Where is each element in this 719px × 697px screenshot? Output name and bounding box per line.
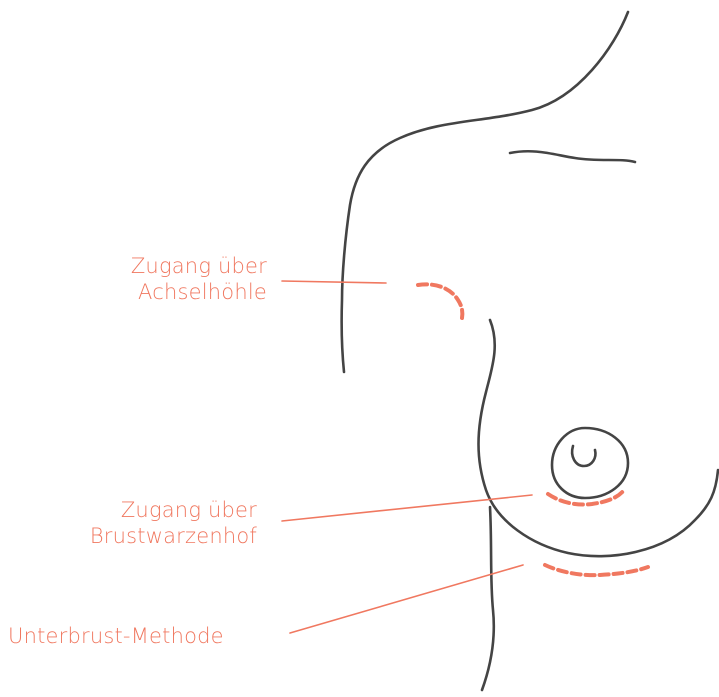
torso-lower-line <box>482 507 494 690</box>
label-armpit-access: Zugang über Achselhöhle <box>131 253 267 305</box>
collarbone-line <box>510 151 635 162</box>
label-areola-access: Zugang über Brustwarzenhof <box>90 497 257 549</box>
label-areola-line1: Zugang über <box>90 497 257 523</box>
inframammary-incision-dashes <box>545 565 648 575</box>
shoulder-arm-outline <box>342 12 628 372</box>
label-inframammary-method: Unterbrust-Methode <box>8 623 224 649</box>
label-areola-line2: Brustwarzenhof <box>90 523 257 549</box>
breast-side-outline <box>479 320 719 556</box>
inframammary-pointer-line <box>290 565 523 633</box>
armpit-incision-dashes <box>418 284 462 318</box>
label-armpit-line1: Zugang über <box>131 253 267 279</box>
nipple-inner <box>572 446 595 466</box>
label-inframammary-text: Unterbrust-Methode <box>8 623 224 649</box>
armpit-pointer-line <box>282 281 386 283</box>
label-armpit-line2: Achselhöhle <box>131 279 267 305</box>
